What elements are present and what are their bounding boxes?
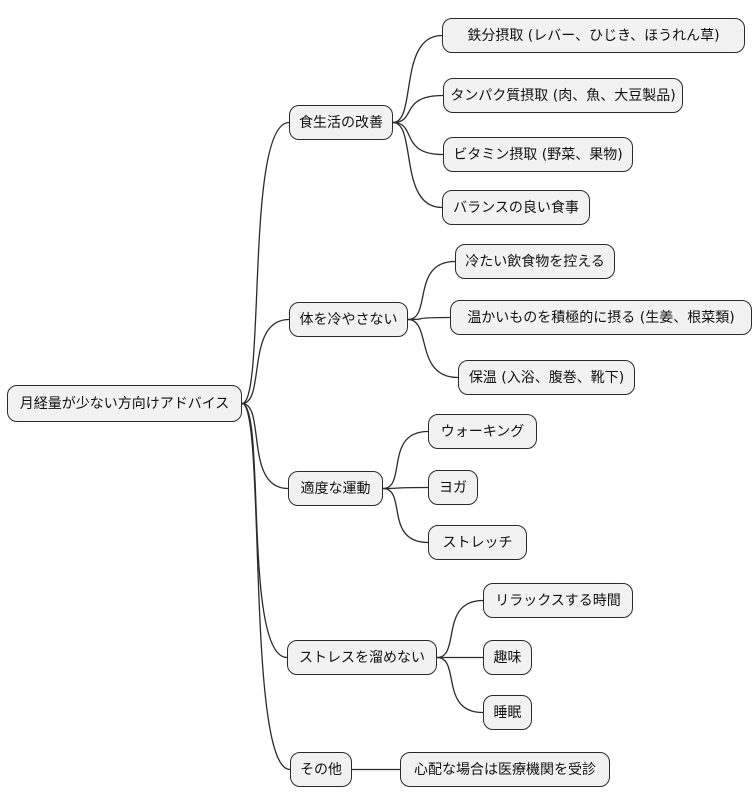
- leaf-node-balanced-diet: バランスの良い食事: [442, 190, 590, 225]
- edge-exercise-walking: [382, 430, 429, 490]
- edge-stress-sleep: [436, 656, 484, 714]
- edge-diet-vitamin: [392, 121, 444, 156]
- leaf-node-yoga: ヨガ: [428, 470, 478, 505]
- branch-node-moderate-exercise: 適度な運動: [288, 471, 383, 506]
- edge-exercise-stretch: [382, 487, 429, 544]
- edge-warm-avoid-cold: [407, 260, 456, 321]
- edge-diet-balance: [392, 121, 443, 209]
- branch-node-keep-body-warm: 体を冷やさない: [289, 302, 408, 337]
- leaf-node-protein-intake: タンパク質摂取 (肉、魚、大豆製品): [443, 78, 683, 113]
- edge-warm-warm-food: [407, 316, 451, 321]
- edge-diet-protein: [392, 94, 444, 124]
- edge-diet-iron: [392, 34, 443, 124]
- edge-root-others: [241, 402, 291, 771]
- root-node: 月経量が少ない方向けアドバイス: [7, 385, 242, 422]
- branch-node-others: その他: [290, 752, 352, 787]
- leaf-node-avoid-cold-food: 冷たい飲食物を控える: [455, 244, 615, 279]
- edge-stress-relax: [436, 599, 484, 659]
- leaf-node-stretching: ストレッチ: [428, 525, 527, 560]
- edge-root-stress: [241, 402, 288, 659]
- edge-root-exercise: [241, 402, 289, 490]
- branch-node-diet-improvement: 食生活の改善: [289, 105, 393, 140]
- leaf-node-relax-time: リラックスする時間: [483, 583, 633, 618]
- edge-exercise-yoga: [382, 486, 429, 490]
- leaf-node-keep-warm: 保温 (入浴、腹巻、靴下): [458, 360, 635, 395]
- leaf-node-vitamin-intake: ビタミン摂取 (野菜、果物): [443, 137, 633, 172]
- branch-node-avoid-stress: ストレスを溜めない: [287, 640, 437, 675]
- leaf-node-sleep: 睡眠: [483, 695, 532, 730]
- edge-root-warm: [241, 318, 290, 405]
- leaf-node-walking: ウォーキング: [428, 414, 537, 449]
- leaf-node-hobby: 趣味: [483, 640, 532, 675]
- edge-warm-keep-warm: [407, 318, 459, 379]
- leaf-node-warm-food: 温かいものを積極的に摂る (生姜、根菜類): [450, 300, 752, 335]
- leaf-node-see-doctor: 心配な場合は医療機関を受診: [400, 752, 610, 787]
- edge-root-diet: [241, 121, 290, 405]
- leaf-node-iron-intake: 鉄分摂取 (レバー、ひじき、ほうれん草): [442, 18, 745, 53]
